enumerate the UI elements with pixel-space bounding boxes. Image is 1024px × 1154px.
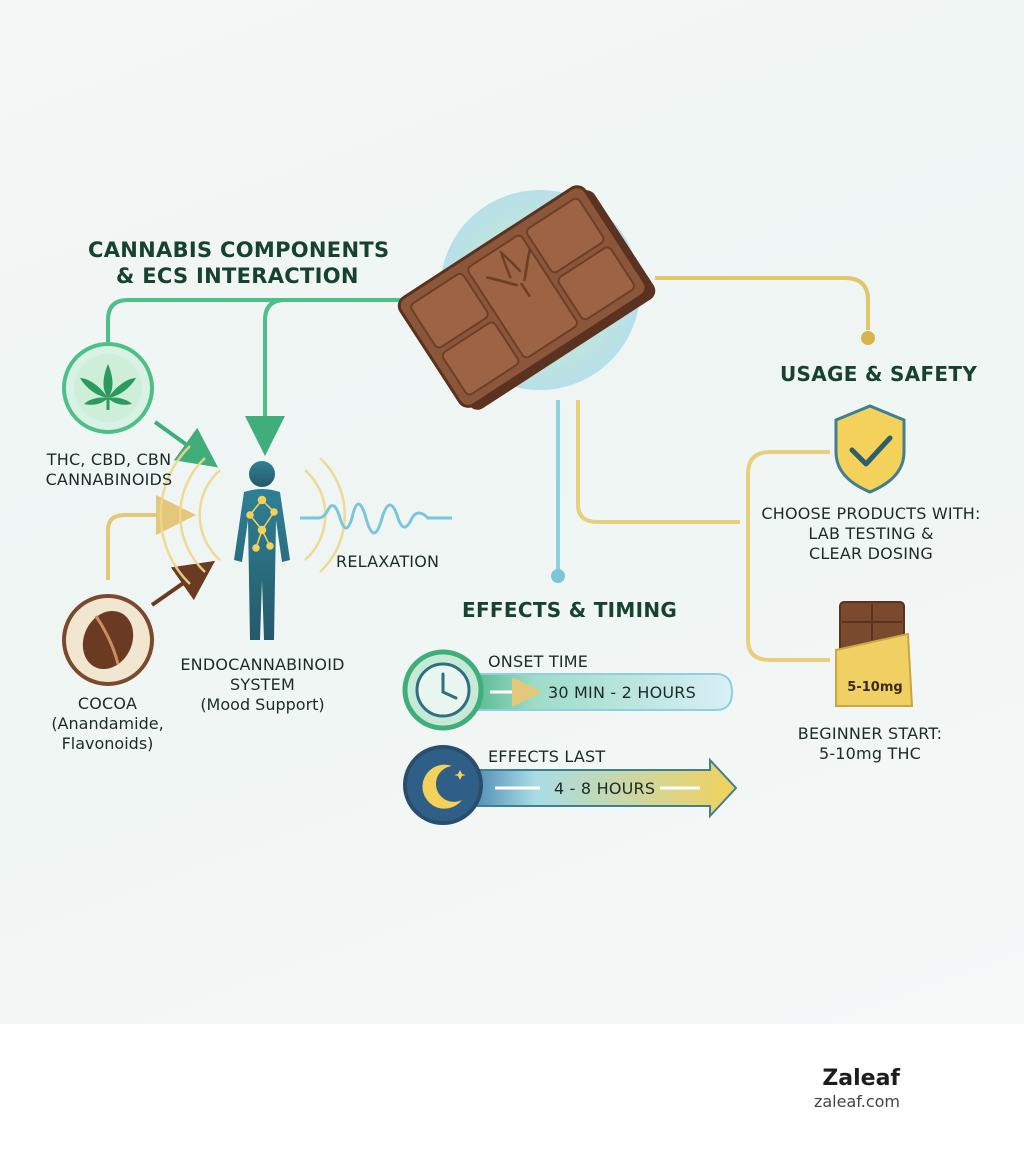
ecs-label-2: SYSTEM [230, 675, 295, 694]
choose-label-3: CLEAR DOSING [809, 544, 933, 563]
connector-gold-tree [746, 450, 830, 662]
connector-dot-effects [551, 569, 565, 583]
onset-bar [402, 649, 734, 731]
connector-green-down [245, 298, 286, 456]
human-figure-icon [159, 445, 347, 640]
chocolate-bar-icon [397, 185, 656, 410]
connector-dot-usage [861, 331, 875, 345]
connector-green-left [106, 298, 430, 342]
cannabinoids-label-1: THC, CBD, CBN [46, 450, 172, 469]
brand-url[interactable]: zaleaf.com [813, 1092, 900, 1111]
relaxation-label: RELAXATION [336, 552, 440, 571]
connector-gold-branch [576, 400, 740, 524]
beginner-label-1: BEGINNER START: [797, 724, 943, 743]
beginner-label-2: 5-10mg THC [818, 744, 922, 763]
cannabinoids-label-2: CANNABINOIDS [45, 470, 173, 489]
cannabis-leaf-icon [62, 342, 154, 434]
arrow-cannabinoid [153, 420, 218, 468]
chocolate-bar-small-icon [835, 601, 914, 707]
duration-value: 4 - 8 HOURS [554, 779, 656, 798]
effects-title: EFFECTS & TIMING [462, 598, 678, 622]
components-title-line2: & ECS INTERACTION [116, 264, 359, 288]
cocoa-label-3: Flavonoids) [61, 734, 154, 753]
cocoa-label-2: (Anandamide, [51, 714, 164, 733]
shield-check-icon [834, 404, 906, 494]
cocoa-bean-icon [62, 594, 154, 686]
duration-bar [403, 745, 738, 825]
duration-label: EFFECTS LAST [488, 747, 606, 766]
usage-title: USAGE & SAFETY [780, 362, 978, 386]
cocoa-label-1: COCOA [77, 694, 138, 713]
ecs-label-1: ENDOCANNABINOID [180, 655, 345, 674]
choose-label-1: CHOOSE PRODUCTS WITH: [761, 504, 981, 523]
brand-name: Zaleaf [822, 1066, 900, 1091]
connector-gold-usage [655, 276, 870, 330]
footer [0, 1024, 1024, 1154]
components-title-line1: CANNABIS COMPONENTS [88, 238, 390, 262]
dose-badge: 5-10mg [847, 680, 903, 695]
onset-value: 30 MIN - 2 HOURS [548, 683, 696, 702]
ecs-label-3: (Mood Support) [200, 695, 325, 714]
arrow-cocoa [150, 560, 216, 607]
connector-gold-cocoa [106, 495, 196, 580]
choose-label-2: LAB TESTING & [808, 524, 934, 543]
relaxation-wave [300, 502, 452, 535]
diagram-art [62, 185, 914, 825]
onset-label: ONSET TIME [488, 652, 589, 671]
